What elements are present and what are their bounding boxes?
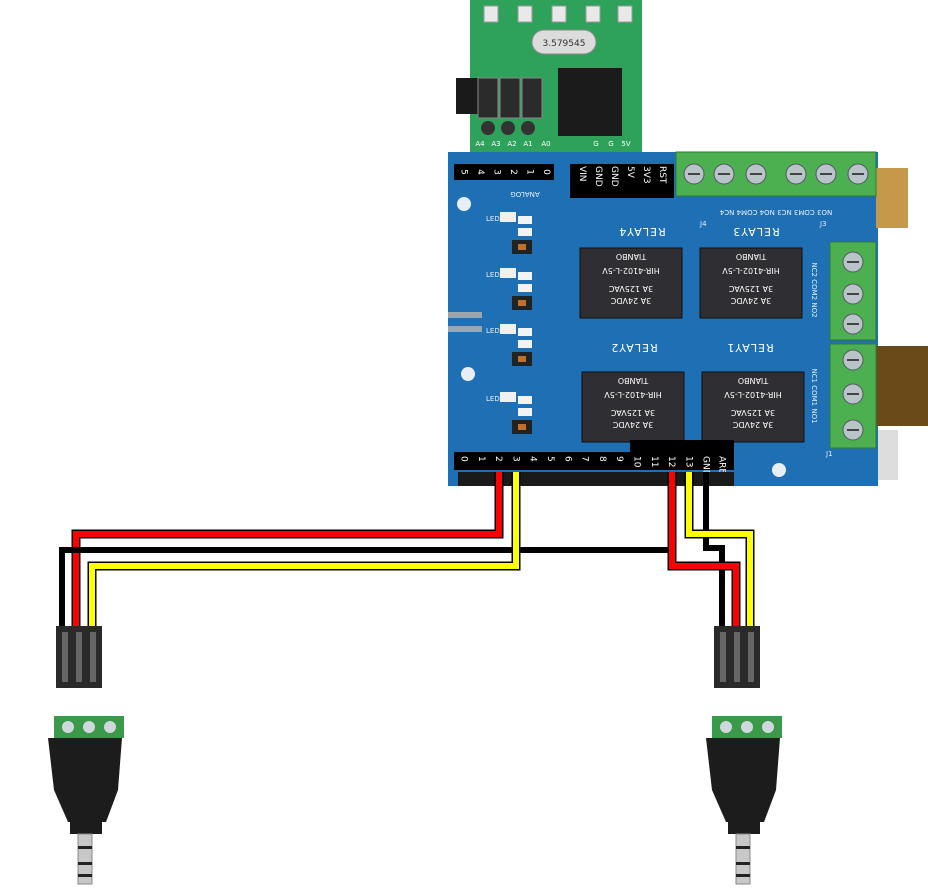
audio-jack-adapter-right	[706, 626, 782, 885]
relay-name: RELAY3	[732, 225, 779, 238]
led-label: LED3	[486, 271, 504, 279]
j4-label: J4	[699, 220, 707, 228]
digital-header	[454, 452, 734, 470]
digital-pin-label: 8	[597, 456, 607, 462]
analog-pin-label: 5	[459, 169, 469, 175]
digital-pin-label: 4	[528, 456, 538, 462]
wire-black-right	[703, 472, 725, 628]
relay-rating1: 3A 125VAC	[730, 408, 775, 417]
digital-pin-label: 0	[459, 456, 469, 462]
chip	[558, 68, 622, 136]
wires	[59, 472, 755, 628]
j3-label: J3	[819, 220, 827, 228]
module-pin-label: A3	[491, 140, 500, 148]
right-terminal-1-label: NC1 COM1 NO1	[810, 368, 818, 423]
module-pin-label: 5V	[621, 140, 630, 148]
relay-model: HIR-4102-L-5V	[604, 390, 662, 399]
digital-pin-label: 13	[683, 456, 693, 467]
power-pin-label: VIN	[577, 166, 587, 182]
relay-rating2: 3A 24VDC	[612, 420, 653, 429]
module-pin-label: A1	[523, 140, 532, 148]
jack-body	[48, 738, 122, 822]
relay-rating1: 3A 125VAC	[728, 284, 773, 293]
led	[500, 392, 516, 402]
wire-black-left	[59, 472, 675, 628]
relay-rating1: 3A 125VAC	[608, 284, 653, 293]
digital-pin-label: 9	[614, 456, 624, 462]
digital-pin-label: 5	[545, 456, 555, 462]
relay-rating2: 3A 24VDC	[610, 296, 651, 305]
digital-pin-label: 6	[562, 456, 572, 462]
digital-pin-label: 12	[666, 456, 676, 467]
module-pin-label: G	[593, 140, 598, 148]
relay-name: RELAY4	[618, 225, 665, 238]
power-header	[570, 164, 674, 198]
analog-pin-label: 0	[541, 169, 551, 175]
j1-label: J1	[825, 450, 833, 458]
relay-name: RELAY1	[726, 341, 773, 354]
jack-body	[706, 738, 780, 822]
digital-pin-label: AREF	[717, 456, 727, 479]
analog-pin-label: 4	[475, 169, 485, 175]
digital-pin-label: 7	[580, 456, 590, 462]
digital-pin-label: 10	[632, 456, 642, 468]
power-pin-label: GND	[593, 166, 603, 187]
relay-model: HIR-4102-L-5V	[722, 266, 780, 275]
wire-red-left	[73, 472, 502, 628]
relay-model: HIR-4102-L-5V	[602, 266, 660, 275]
top-terminal-block	[675, 151, 877, 197]
digital-pin-label: 1	[476, 456, 486, 462]
analog-pin-label: 3	[492, 169, 502, 175]
crystal	[531, 29, 597, 55]
relay-brand: TIANBO	[616, 252, 647, 261]
module-pin-label: A0	[541, 140, 550, 148]
led-label: LED2	[486, 327, 504, 335]
relay-3: TIANBO HIR-4102-L-5V 3A 125VAC 3A 24VDC	[699, 247, 803, 319]
relay-rating1: 3A 125VAC	[610, 408, 655, 417]
led	[500, 212, 516, 222]
relay-name: RELAY2	[610, 341, 657, 354]
audio-module: 3.579545 A4 A3 A2 A1 A0 G G 5V	[456, 0, 642, 160]
led	[500, 324, 516, 334]
module-pin-label: G	[608, 140, 613, 148]
power-pin-label: GND	[609, 166, 619, 187]
audio-jack-adapter-left	[48, 626, 124, 885]
wire-red-right	[669, 472, 739, 628]
usb-port	[876, 168, 908, 228]
digital-pin-label: GND	[701, 456, 711, 477]
module-pin-label: A2	[507, 140, 516, 148]
relay-brand: TIANBO	[618, 376, 649, 385]
crystal-label: 3.579545	[543, 39, 586, 49]
module-pin-label: A4	[475, 140, 485, 148]
analog-pin-label: 1	[525, 169, 535, 175]
power-jack	[876, 346, 928, 426]
relay-2: TIANBO HIR-4102-L-5V 3A 125VAC 3A 24VDC	[581, 371, 685, 443]
digital-pin-label: 3	[510, 456, 520, 462]
relay-brand: TIANBO	[736, 252, 767, 261]
wire-yellow-right	[686, 472, 753, 628]
analog-pin-label: 2	[508, 169, 518, 175]
led-label: LED1	[486, 395, 504, 403]
power-pin-label: 3V3	[641, 166, 651, 184]
wire-yellow-left	[89, 472, 519, 628]
analog-header	[454, 164, 554, 180]
top-terminal-label: NO3 COM3 NC3 NO4 COM4 NC4	[719, 208, 832, 216]
relay-brand: TIANBO	[738, 376, 769, 385]
relay-model: HIR-4102-L-5V	[724, 390, 782, 399]
led	[500, 268, 516, 278]
led-label: LED4	[486, 215, 505, 223]
power-pin-label: 5V	[625, 166, 635, 179]
analog-title: ANALOG	[510, 190, 539, 198]
relay-4: TIANBO HIR-4102-L-5V 3A 125VAC 3A 24VDC	[579, 247, 683, 319]
relay-rating2: 3A 24VDC	[732, 420, 773, 429]
right-terminal-2-label: NC2 COM2 NO2	[810, 262, 818, 317]
relay-rating2: 3A 24VDC	[730, 296, 771, 305]
digital-pin-label: 2	[493, 456, 503, 462]
relay-1: TIANBO HIR-4102-L-5V 3A 125VAC 3A 24VDC	[701, 371, 805, 443]
digital-pin-label: 11	[649, 456, 659, 467]
power-pin-label: RST	[657, 166, 667, 184]
